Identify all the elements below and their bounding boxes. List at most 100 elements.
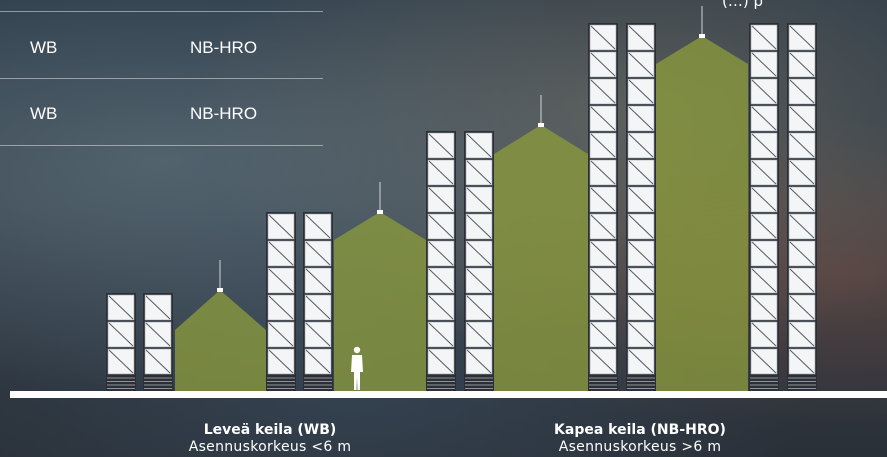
pallet-diagonal bbox=[466, 160, 492, 185]
luminaire bbox=[377, 210, 383, 214]
pallet-diagonal bbox=[789, 349, 815, 374]
pallet-diagonal bbox=[108, 295, 134, 320]
pallet-diagonal bbox=[590, 79, 616, 104]
pallet-diagonal bbox=[145, 295, 171, 320]
corner-label: (…) p bbox=[722, 0, 763, 10]
pallet-diagonal bbox=[789, 52, 815, 77]
pallet-diagonal bbox=[590, 241, 616, 266]
pallet-diagonal bbox=[305, 241, 331, 266]
pallet-diagonal bbox=[789, 133, 815, 158]
pallet-diagonal bbox=[466, 349, 492, 374]
pallet-diagonal bbox=[751, 52, 777, 77]
light-beam bbox=[656, 36, 748, 391]
pallet-diagonal bbox=[428, 214, 454, 239]
pallet-diagonal bbox=[751, 187, 777, 212]
luminaire bbox=[699, 34, 705, 38]
pallet-diagonal bbox=[428, 268, 454, 293]
pallet-diagonal bbox=[305, 295, 331, 320]
caption-title: Leveä keila (WB) bbox=[203, 422, 337, 438]
pallet-diagonal bbox=[751, 241, 777, 266]
caption-subtitle: Asennuskorkeus >6 m bbox=[558, 439, 722, 455]
pallet-diagonal bbox=[428, 295, 454, 320]
pallet-diagonal bbox=[789, 187, 815, 212]
pallet-diagonal bbox=[590, 25, 616, 50]
pallet-diagonal bbox=[428, 133, 454, 158]
table-cell: NB-HRO bbox=[190, 38, 258, 57]
pallet-diagonal bbox=[789, 214, 815, 239]
pallet-diagonal bbox=[628, 187, 654, 212]
pallet-diagonal bbox=[305, 214, 331, 239]
pallet-diagonal bbox=[268, 214, 294, 239]
pallet-diagonal bbox=[628, 160, 654, 185]
pallet-diagonal bbox=[305, 268, 331, 293]
caption-subtitle: Asennuskorkeus <6 m bbox=[188, 439, 352, 455]
pallet-diagonal bbox=[108, 322, 134, 347]
table-cell: NB-HRO bbox=[190, 104, 258, 123]
caption-wide-beam: Leveä keila (WB) Asennuskorkeus <6 m bbox=[170, 422, 370, 456]
pallet-diagonal bbox=[628, 349, 654, 374]
pallet-diagonal bbox=[590, 322, 616, 347]
pallet-diagonal bbox=[428, 322, 454, 347]
pallet-diagonal bbox=[268, 241, 294, 266]
table-divider bbox=[0, 78, 323, 79]
pallet-diagonal bbox=[751, 133, 777, 158]
pallet-diagonal bbox=[590, 349, 616, 374]
pallet-diagonal bbox=[268, 268, 294, 293]
pallet-diagonal bbox=[628, 268, 654, 293]
luminaire bbox=[217, 288, 223, 292]
table-divider bbox=[0, 11, 323, 12]
light-beam bbox=[175, 290, 266, 391]
floor-line bbox=[10, 391, 887, 398]
pallet-diagonal bbox=[466, 241, 492, 266]
pallet-diagonal bbox=[751, 214, 777, 239]
pallet-diagonal bbox=[590, 133, 616, 158]
pallet-diagonal bbox=[145, 349, 171, 374]
pallet-diagonal bbox=[590, 160, 616, 185]
pallet-diagonal bbox=[789, 160, 815, 185]
pallet-diagonal bbox=[789, 322, 815, 347]
table-cell: WB bbox=[30, 104, 58, 123]
pallet-diagonal bbox=[628, 241, 654, 266]
pallet-diagonal bbox=[628, 52, 654, 77]
pallet-diagonal bbox=[590, 268, 616, 293]
pallet-diagonal bbox=[628, 106, 654, 131]
person-head bbox=[353, 346, 361, 354]
pallet-diagonal bbox=[466, 268, 492, 293]
pallet-diagonal bbox=[789, 106, 815, 131]
pallet-diagonal bbox=[751, 25, 777, 50]
pallet-diagonal bbox=[789, 241, 815, 266]
pallet-diagonal bbox=[590, 214, 616, 239]
pallet-diagonal bbox=[789, 268, 815, 293]
luminaire bbox=[538, 123, 544, 127]
table-cell: WB bbox=[30, 38, 58, 57]
caption-title: Kapea keila (NB-HRO) bbox=[554, 422, 726, 438]
pallet-diagonal bbox=[428, 241, 454, 266]
pallet-diagonal bbox=[590, 52, 616, 77]
pallet-diagonal bbox=[751, 79, 777, 104]
pallet-diagonal bbox=[268, 295, 294, 320]
pallet-diagonal bbox=[428, 160, 454, 185]
pallet-diagonal bbox=[108, 349, 134, 374]
pallet-diagonal bbox=[428, 349, 454, 374]
pallet-diagonal bbox=[789, 295, 815, 320]
light-beam bbox=[494, 125, 588, 391]
pallet-diagonal bbox=[145, 322, 171, 347]
pallet-diagonal bbox=[628, 79, 654, 104]
pallet-diagonal bbox=[268, 322, 294, 347]
pallet-diagonal bbox=[305, 349, 331, 374]
pallet-diagonal bbox=[466, 322, 492, 347]
pallet-diagonal bbox=[751, 160, 777, 185]
pallet-diagonal bbox=[628, 295, 654, 320]
pallet-diagonal bbox=[628, 133, 654, 158]
table-divider bbox=[0, 145, 323, 146]
pallet-diagonal bbox=[590, 187, 616, 212]
caption-narrow-beam: Kapea keila (NB-HRO) Asennuskorkeus >6 m bbox=[520, 422, 760, 456]
pallet-diagonal bbox=[590, 295, 616, 320]
pallet-diagonal bbox=[466, 214, 492, 239]
pallet-diagonal bbox=[628, 322, 654, 347]
pallet-diagonal bbox=[751, 295, 777, 320]
pallet-diagonal bbox=[268, 349, 294, 374]
pallet-diagonal bbox=[590, 106, 616, 131]
pallet-diagonal bbox=[789, 25, 815, 50]
